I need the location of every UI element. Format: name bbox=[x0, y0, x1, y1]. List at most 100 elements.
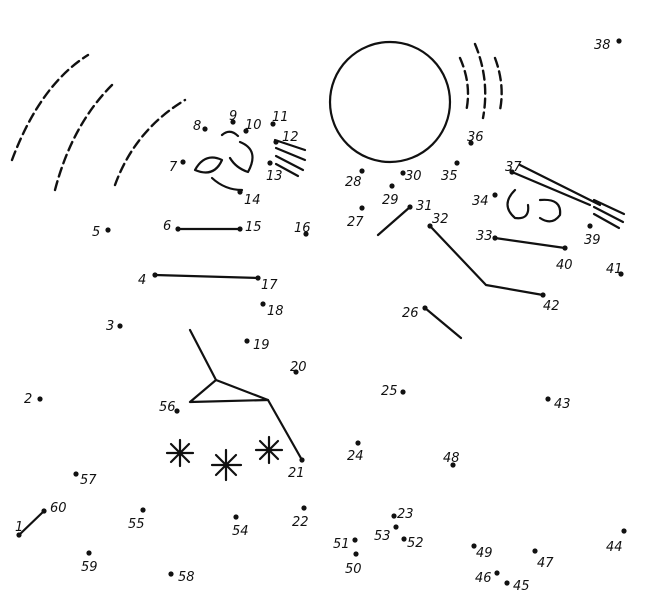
dot-number: 28 bbox=[345, 175, 362, 190]
right-face-hat bbox=[518, 163, 602, 207]
moon-glow-2 bbox=[473, 42, 487, 120]
dot-marker bbox=[260, 301, 266, 307]
dot-number: 51 bbox=[333, 537, 350, 552]
dot-marker bbox=[152, 272, 158, 278]
dot-marker bbox=[540, 292, 546, 298]
dot-number: 29 bbox=[382, 193, 399, 208]
dot-number: 13 bbox=[266, 169, 283, 184]
dot-marker bbox=[273, 139, 279, 145]
dot-55: 55 bbox=[128, 507, 146, 532]
dot-number: 36 bbox=[467, 130, 484, 145]
dot-31: 31 bbox=[407, 199, 433, 214]
wind-swoosh-2 bbox=[53, 83, 114, 192]
dot-number: 8 bbox=[193, 119, 201, 134]
dot-35: 35 bbox=[441, 160, 460, 184]
dot-51: 51 bbox=[333, 537, 358, 552]
dot-number: 60 bbox=[50, 501, 67, 516]
dot-number: 34 bbox=[472, 194, 489, 209]
dot-53: 53 bbox=[374, 524, 399, 544]
dot-marker bbox=[468, 140, 474, 146]
dot-marker bbox=[243, 128, 249, 134]
dot-marker bbox=[73, 471, 79, 477]
dot-marker bbox=[301, 505, 307, 511]
dot-number: 3 bbox=[106, 319, 114, 334]
dot-marker bbox=[504, 580, 510, 586]
moon-glow-3 bbox=[493, 56, 503, 112]
dot-number: 39 bbox=[584, 233, 601, 248]
dot-number: 47 bbox=[537, 556, 554, 571]
dot-6: 6 bbox=[163, 219, 181, 234]
dot-50: 50 bbox=[345, 551, 362, 577]
dot-46: 46 bbox=[475, 570, 500, 586]
right-face-cheek bbox=[538, 198, 562, 223]
dot-number: 12 bbox=[282, 130, 299, 145]
dot-number: 37 bbox=[505, 160, 522, 175]
dot-57: 57 bbox=[73, 471, 97, 488]
dot-30: 30 bbox=[400, 169, 422, 184]
dot-marker bbox=[105, 227, 111, 233]
dot-number: 16 bbox=[294, 221, 311, 236]
dot-marker bbox=[255, 275, 261, 281]
dot-number: 7 bbox=[169, 160, 178, 175]
line-art bbox=[10, 40, 626, 537]
dot-marker bbox=[37, 396, 43, 402]
dot-marker bbox=[471, 543, 477, 549]
dot-number: 24 bbox=[347, 449, 364, 464]
line-26 bbox=[423, 306, 463, 340]
dot-marker bbox=[422, 305, 428, 311]
dot-marker bbox=[359, 168, 365, 174]
left-face-nose bbox=[228, 140, 254, 174]
dot-19: 19 bbox=[244, 338, 270, 353]
dot-marker bbox=[492, 235, 498, 241]
dot-59: 59 bbox=[81, 550, 98, 575]
line-31 bbox=[376, 205, 412, 237]
dot-marker bbox=[267, 160, 273, 166]
dot-number: 9 bbox=[229, 109, 237, 124]
right-face-whiskers bbox=[592, 198, 626, 230]
dot-marker bbox=[140, 507, 146, 513]
dot-22: 22 bbox=[292, 505, 309, 530]
dot-5: 5 bbox=[92, 225, 111, 240]
dot-40: 40 bbox=[556, 245, 573, 273]
dot-27: 27 bbox=[347, 205, 365, 230]
dot-16: 16 bbox=[294, 221, 311, 237]
wind-swoosh-3 bbox=[113, 98, 187, 187]
dot-marker bbox=[180, 159, 186, 165]
dot-32: 32 bbox=[427, 212, 449, 229]
dot-number: 35 bbox=[441, 169, 458, 184]
dot-33: 33 bbox=[476, 229, 498, 244]
dot-7: 7 bbox=[169, 159, 186, 175]
dot-number: 42 bbox=[543, 299, 560, 314]
dot-marker bbox=[618, 271, 624, 277]
dot-12: 12 bbox=[273, 130, 299, 145]
dot-number: 59 bbox=[81, 560, 98, 575]
dot-marker bbox=[353, 551, 359, 557]
dot-number: 17 bbox=[261, 278, 278, 293]
dot-13: 13 bbox=[266, 160, 283, 184]
dot-marker bbox=[621, 528, 627, 534]
dot-marker bbox=[41, 508, 47, 514]
dot-26: 26 bbox=[402, 305, 428, 321]
dot-41: 41 bbox=[606, 262, 624, 277]
dot-marker bbox=[391, 513, 397, 519]
dot-number: 1 bbox=[15, 520, 23, 535]
dot-1: 1 bbox=[15, 520, 23, 538]
star-2 bbox=[210, 448, 243, 482]
dot-number: 4 bbox=[138, 273, 146, 288]
dot-17: 17 bbox=[255, 275, 278, 293]
wind-swoosh-1 bbox=[10, 53, 90, 162]
dot-number: 49 bbox=[476, 546, 493, 561]
dot-number: 55 bbox=[128, 517, 145, 532]
dot-marker bbox=[616, 38, 622, 44]
dot-marker bbox=[389, 183, 395, 189]
dot-marker bbox=[450, 462, 456, 468]
dot-36: 36 bbox=[467, 130, 484, 146]
right-face-eye bbox=[506, 188, 530, 220]
dot-marker bbox=[230, 119, 236, 125]
dot-number: 25 bbox=[381, 384, 398, 399]
dot-number: 46 bbox=[475, 571, 492, 586]
dot-38: 38 bbox=[594, 38, 622, 53]
line-32-42 bbox=[428, 224, 545, 297]
dot-number: 2 bbox=[24, 392, 32, 407]
